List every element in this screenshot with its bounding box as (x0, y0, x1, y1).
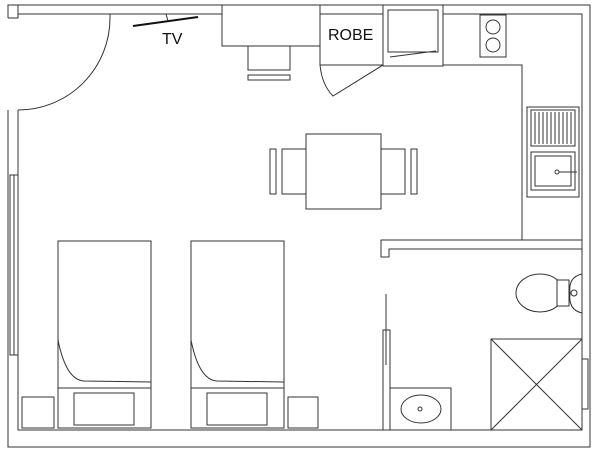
kitchen-sink (526, 106, 580, 198)
cooktop (479, 14, 507, 58)
tv-unit (132, 13, 199, 27)
fridge (382, 4, 444, 67)
entry-door (17, 14, 111, 111)
bedside-table-right (287, 396, 319, 429)
toilet (515, 273, 583, 314)
shower (490, 338, 589, 431)
robe-label: ROBE (328, 27, 374, 44)
bed-right (190, 240, 285, 429)
bedside-table-left (21, 396, 55, 429)
left-window (9, 174, 19, 356)
bed-left (57, 240, 152, 429)
robe (319, 5, 384, 97)
desk (221, 4, 321, 81)
bathroom-basin (389, 387, 452, 431)
tv-label: TV (162, 31, 183, 48)
dining-table (269, 133, 418, 210)
bathroom-walls (380, 239, 582, 430)
